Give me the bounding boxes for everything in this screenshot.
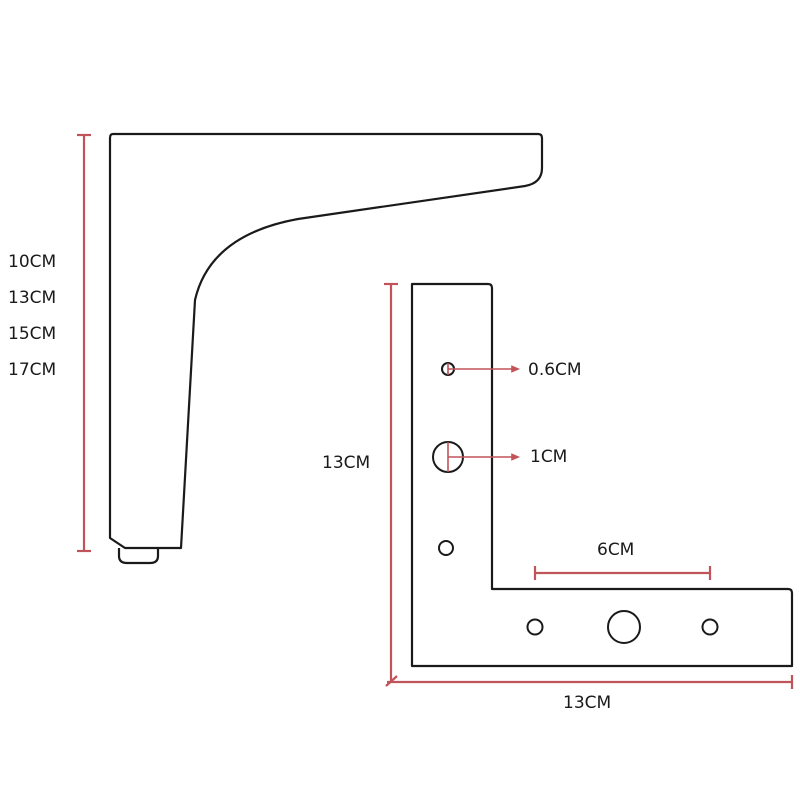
small-hole-mid	[438, 540, 454, 556]
plate-height-dimension-line	[384, 282, 398, 682]
hole-spacing-label: 6CM	[597, 540, 635, 560]
plate-width-dimension-line	[385, 675, 794, 689]
large-hole-horizontal	[607, 610, 641, 644]
leg-height-option-4: 17CM	[8, 360, 57, 380]
leg-height-option-2: 13CM	[8, 288, 57, 308]
small-hole-diameter-label: 0.6CM	[528, 360, 582, 380]
plate-height-label: 13CM	[322, 453, 371, 473]
leg-height-dimension-line	[77, 133, 91, 553]
hole-callout-lines	[447, 363, 521, 472]
l-bracket-plate-outline	[410, 282, 794, 668]
small-hole-bottom-right	[701, 618, 719, 636]
small-hole-bottom-left	[526, 618, 544, 636]
furniture-leg-outline	[108, 132, 544, 565]
leg-foot-pad	[117, 548, 160, 565]
leg-height-option-3: 15CM	[8, 324, 57, 344]
plate-width-label: 13CM	[563, 693, 612, 713]
leg-height-option-1: 10CM	[8, 252, 57, 272]
hole-spacing-dimension-line	[533, 566, 712, 580]
large-hole-diameter-label: 1CM	[530, 447, 568, 467]
plate-holes	[432, 362, 719, 644]
